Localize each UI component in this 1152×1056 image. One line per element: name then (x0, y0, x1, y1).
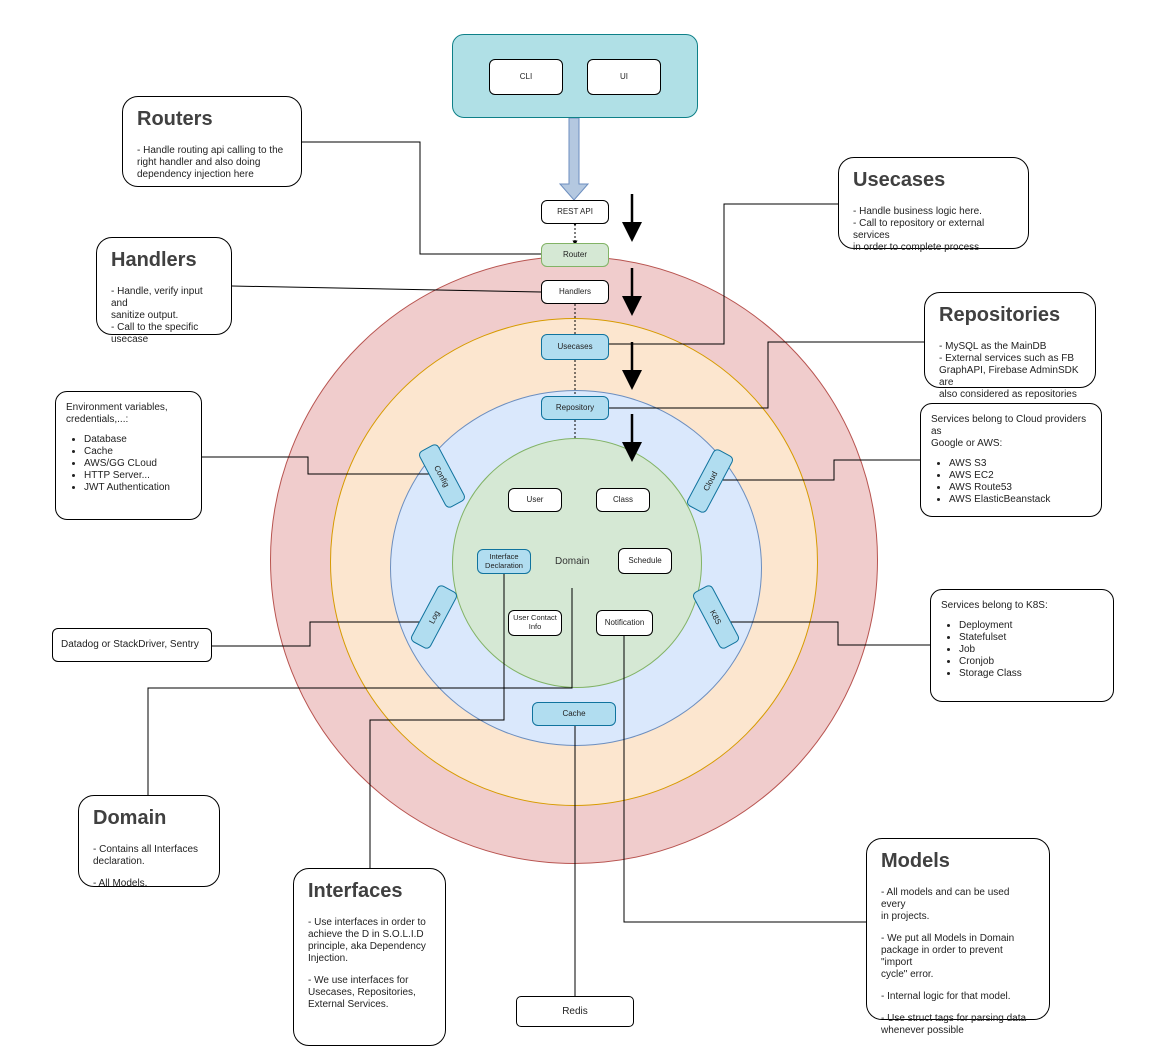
repository-box[interactable]: Repository (541, 396, 609, 420)
router-box[interactable]: Router (541, 243, 609, 267)
usecases-title: Usecases (853, 169, 946, 191)
rest-api-box[interactable]: REST API (541, 200, 609, 224)
usecases-body-1: - Handle business logic here. (853, 206, 982, 217)
domain-title: Domain (93, 807, 167, 829)
schedule-box[interactable]: Schedule (618, 548, 672, 574)
models-body-2: - We put all Models in Domain package in… (881, 933, 1015, 980)
config-note-list: Database Cache AWS/GG CLoud HTTP Server.… (66, 434, 191, 494)
models-title: Models (881, 850, 950, 872)
handlers-box[interactable]: Handlers (541, 280, 609, 304)
cloud-note-list: AWS S3 AWS EC2 AWS Route53 AWS ElasticBe… (931, 458, 1091, 506)
handlers-body-1: - Handle, verify input and sanitize outp… (111, 286, 203, 321)
repositories-title: Repositories (939, 304, 1061, 326)
interfaces-callout: Interfaces - Use interfaces in order to … (293, 868, 446, 1046)
cli-box[interactable]: CLI (489, 59, 563, 95)
cloud-note: Services belong to Cloud providers as Go… (920, 403, 1102, 517)
usecases-callout: Usecases - Handle business logic here. -… (838, 157, 1029, 253)
notification-box[interactable]: Notification (596, 610, 653, 636)
domain-label: Domain (555, 556, 590, 567)
handlers-callout: Handlers - Handle, verify input and sani… (96, 237, 232, 345)
interfaces-body-2: - We use interfaces for Usecases, Reposi… (308, 975, 416, 1010)
class-box[interactable]: Class (596, 488, 650, 512)
models-callout: Models - All models and can be used ever… (866, 838, 1050, 1036)
models-body-1: - All models and can be used every in pr… (881, 887, 1010, 922)
config-note: Environment variables, credentials,...: … (55, 391, 202, 520)
k8s-note-title: Services belong to K8S: (941, 600, 1048, 611)
k8s-note-list: Deployment Statefulset Job Cronjob Stora… (941, 620, 1103, 680)
cloud-note-item: AWS EC2 (949, 470, 1091, 482)
repositories-callout: Repositories - MySQL as the MainDB - Ext… (924, 292, 1096, 400)
domain-body-2: - All Models. (93, 878, 148, 889)
k8s-note-item: Deployment (959, 620, 1103, 632)
models-body-3: - Internal logic for that model. (881, 991, 1011, 1002)
cloud-note-title: Services belong to Cloud providers as Go… (931, 414, 1087, 449)
k8s-note-item: Job (959, 644, 1103, 656)
interface-declaration-box[interactable]: Interface Declaration (477, 549, 531, 574)
interfaces-title: Interfaces (308, 880, 403, 902)
config-note-item: Cache (84, 446, 191, 458)
handlers-title: Handlers (111, 249, 197, 271)
config-note-item: HTTP Server... (84, 470, 191, 482)
user-contact-info-box[interactable]: User Contact Info (508, 610, 562, 636)
usecases-box[interactable]: Usecases (541, 334, 609, 360)
redis-box[interactable]: Redis (516, 996, 634, 1027)
log-note-title: Datadog or StackDriver, Sentry (61, 639, 199, 650)
k8s-note-item: Statefulset (959, 632, 1103, 644)
domain-body-1: - Contains all Interfaces declaration. (93, 844, 199, 867)
config-note-item: Database (84, 434, 191, 446)
domain-callout: Domain - Contains all Interfaces declara… (78, 795, 220, 889)
k8s-note-item: Storage Class (959, 668, 1103, 680)
config-note-item: AWS/GG CLoud (84, 458, 191, 470)
log-note: Datadog or StackDriver, Sentry (52, 628, 212, 662)
routers-title: Routers (137, 108, 213, 130)
handlers-body-2: - Call to the specific usecase (111, 322, 199, 345)
repositories-body-1: - MySQL as the MainDB (939, 341, 1047, 352)
user-box[interactable]: User (508, 488, 562, 512)
models-body-4: - Use struct tags for parsing data whene… (881, 1013, 1027, 1036)
interfaces-body-1: - Use interfaces in order to achieve the… (308, 917, 426, 964)
ui-box[interactable]: UI (587, 59, 661, 95)
client-to-api-arrow (558, 117, 590, 201)
config-note-title: Environment variables, credentials,...: (66, 402, 168, 425)
usecases-body-2: - Call to repository or external service… (853, 218, 985, 253)
cache-box[interactable]: Cache (532, 702, 616, 726)
cloud-note-item: AWS S3 (949, 458, 1091, 470)
cloud-note-item: AWS ElasticBeanstack (949, 494, 1091, 506)
config-note-item: JWT Authentication (84, 482, 191, 494)
k8s-note: Services belong to K8S: Deployment State… (930, 589, 1114, 702)
repositories-body-2: - External services such as FB GraphAPI,… (939, 353, 1079, 400)
routers-body: - Handle routing api calling to the righ… (137, 145, 284, 180)
routers-callout: Routers - Handle routing api calling to … (122, 96, 302, 187)
k8s-note-item: Cronjob (959, 656, 1103, 668)
cloud-note-item: AWS Route53 (949, 482, 1091, 494)
